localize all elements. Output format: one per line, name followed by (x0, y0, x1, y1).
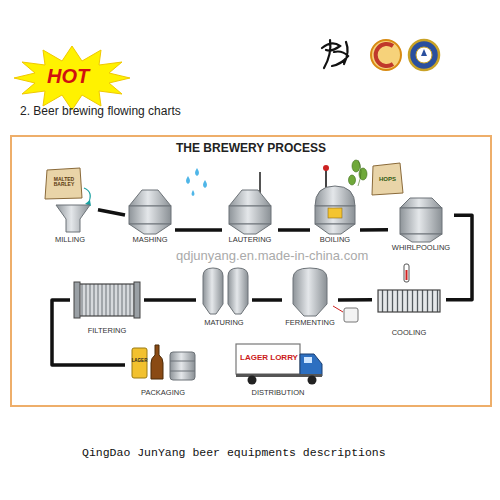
water-drops (186, 168, 207, 196)
lauter-tun (229, 172, 271, 234)
process-stage: MASHING (125, 185, 175, 245)
caption: QingDao JunYang beer equipments descript… (82, 447, 386, 459)
malt-bag (45, 168, 82, 199)
thermometer (404, 264, 409, 282)
frame-title: THE BREWERY PROCESS (176, 142, 326, 155)
watermark-box: qdjunyang.en.made-in-china.com (176, 249, 368, 263)
stage-label: BOILING (320, 236, 350, 245)
process-stage: MATURING (196, 262, 252, 328)
stage-label: COOLING (392, 329, 427, 338)
stage-label: PACKAGING (141, 389, 185, 398)
hop-plant (349, 160, 368, 186)
hot-badge-text: HOT (47, 66, 89, 87)
yeast-container (333, 306, 358, 322)
caption-box: QingDao JunYang beer equipments descript… (82, 447, 386, 459)
watermark: qdjunyang.en.made-in-china.com (176, 249, 368, 263)
badge-logo (409, 40, 439, 70)
hops-bag (372, 163, 403, 195)
mill (56, 205, 90, 232)
fermenting-tank (293, 268, 327, 316)
chart-heading-box: 2. Beer brewing flowing charts (20, 105, 181, 118)
can-label: LAGER (131, 359, 148, 364)
stage-label: MATURING (204, 319, 243, 328)
hot-badge-text-box: HOT (47, 66, 89, 87)
process-stage: BOILING (310, 165, 360, 245)
bag-label: MALTED BARLEY (47, 177, 81, 188)
pipe (338, 298, 372, 302)
mash-tun (129, 190, 171, 234)
bag-label-box: MALTED BARLEY (47, 177, 81, 188)
pipe (175, 228, 222, 232)
pipe (252, 298, 282, 302)
heat-exchanger (378, 290, 440, 312)
process-stage: FILTERING (70, 278, 144, 336)
signature-logo (322, 40, 348, 68)
stage-label: WHIRLPOOLING (392, 244, 450, 253)
whirlpool-tank (400, 198, 442, 242)
lorry (236, 344, 322, 385)
stage-label: MASHING (132, 236, 167, 245)
bag-label: HOPS (373, 176, 402, 182)
beer-bottle (151, 345, 163, 379)
stage-label: FILTERING (88, 327, 127, 336)
process-stage: MILLING (42, 165, 98, 245)
pipe (446, 215, 472, 299)
bag-label-box: HOPS (373, 176, 402, 182)
stage-label: FERMENTING (285, 319, 335, 328)
process-stage: FERMENTING (282, 262, 338, 328)
process-stage: LAUTERING (222, 185, 278, 245)
beer-keg (170, 352, 195, 380)
stage-label: MILLING (55, 236, 85, 245)
pipe (144, 298, 196, 302)
can-label-box: LAGER (131, 359, 148, 364)
round-logo (371, 40, 401, 70)
process-stage: WHIRLPOOLING (388, 195, 454, 253)
pipe (278, 228, 310, 232)
boil-kettle (315, 165, 355, 234)
maturing-tanks (203, 268, 248, 314)
stage-label: LAUTERING (229, 236, 272, 245)
pipe (98, 210, 125, 215)
process-stage: DISTRIBUTION (230, 340, 326, 398)
pipe (360, 228, 388, 232)
lorry-label: LAGER LORRY (238, 354, 300, 362)
beer-can (132, 348, 147, 378)
filter-press (74, 282, 140, 318)
process-frame: THE BREWERY PROCESS MILLING MASHING LAUTERI… (10, 135, 492, 407)
lorry-label-box: LAGER LORRY (238, 354, 300, 362)
process-stage: PACKAGING (125, 340, 201, 398)
process-stage: COOLING (372, 285, 446, 338)
chart-heading: 2. Beer brewing flowing charts (20, 105, 181, 118)
hot-starburst (14, 46, 130, 110)
stage-label: DISTRIBUTION (252, 389, 305, 398)
